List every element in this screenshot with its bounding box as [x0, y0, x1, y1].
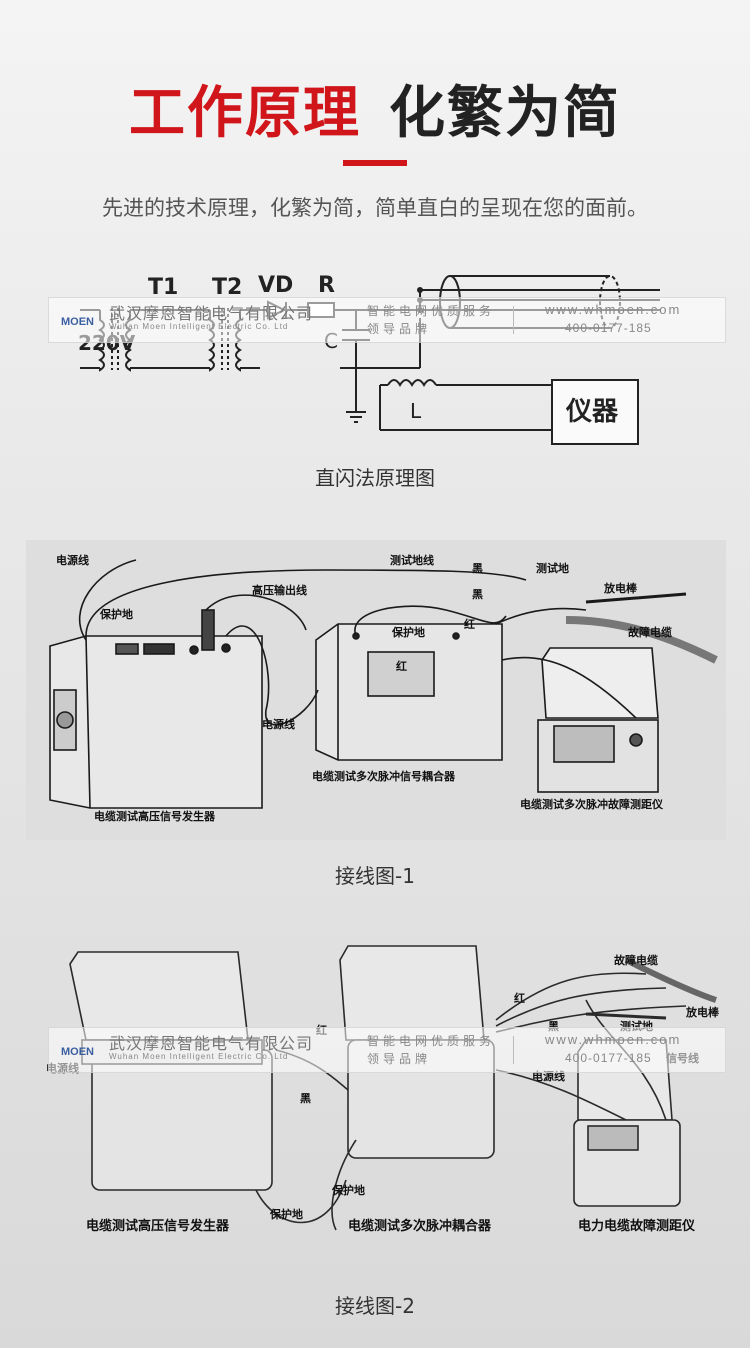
- label-protect-ground-left: 保护地: [99, 607, 133, 621]
- page-title: 工作原理化繁为简: [0, 68, 750, 149]
- locator-lid: [541, 647, 659, 719]
- generator-body: [91, 1049, 273, 1191]
- label-hv-output: 高压输出线: [252, 583, 307, 597]
- label-signal-line: 信号线: [666, 1051, 699, 1065]
- t2-secondary-coil: [235, 310, 242, 372]
- label-power-line-left: 电源线: [46, 1061, 79, 1075]
- diagram1-caption: 接线图-1: [335, 864, 415, 888]
- label-red-b: 红: [316, 1023, 327, 1037]
- label-r: R: [318, 273, 335, 298]
- label-coupler: 电缆测试多次脉冲信号耦合器: [312, 769, 456, 783]
- label-black-a: 黑: [548, 1020, 559, 1033]
- generator-lid: [69, 951, 249, 1041]
- circuit-diagram: T1 T2 VD R 220V C L 仪器: [78, 273, 660, 445]
- label-black-b: 黑: [300, 1092, 311, 1105]
- diagram2-caption: 接线图-2: [335, 1294, 415, 1318]
- title-red: 工作原理: [129, 81, 361, 146]
- coupler-lid: [339, 945, 485, 1041]
- label-fault-cable: 故障电缆: [628, 625, 672, 639]
- label-discharge-rod: 放电棒: [603, 581, 638, 595]
- label-instrument: 仪器: [565, 397, 619, 427]
- label-discharge-rod-2: 放电棒: [685, 1005, 720, 1019]
- label-c: C: [324, 329, 338, 353]
- wiring-diagram-2: 故障电缆 红 红 黑 黑 放电棒 测试地 信号线 电源线 电源线 保护地 保护地…: [46, 945, 720, 1234]
- label-fault-cable-2: 故障电缆: [614, 953, 658, 967]
- coupler-body: [347, 1039, 495, 1159]
- label-red-a: 红: [514, 991, 525, 1005]
- label-l: L: [410, 399, 422, 423]
- label-coupler-2: 电缆测试多次脉冲耦合器: [348, 1218, 492, 1234]
- label-vd: VD: [258, 273, 293, 298]
- inductor-l: [387, 379, 437, 387]
- label-protect-ground-a: 保护地: [331, 1183, 365, 1197]
- label-t1: T1: [148, 275, 178, 300]
- label-locator: 电缆测试多次脉冲故障测距仪: [520, 797, 664, 811]
- label-protect-ground-b: 保护地: [269, 1207, 303, 1221]
- label-220v: 220V: [78, 331, 136, 355]
- circuit-caption: 直闪法原理图: [315, 466, 435, 490]
- label-generator: 电缆测试高压信号发生器: [94, 809, 216, 823]
- label-power-line-top: 电源线: [56, 553, 89, 567]
- label-locator-2: 电力电缆故障测距仪: [578, 1218, 696, 1234]
- generator-box: [49, 635, 263, 809]
- title-underline: [343, 160, 407, 166]
- label-power-line-mid: 电源线: [262, 717, 295, 731]
- diode-vd: [267, 300, 287, 320]
- wiring-diagram-1: 电源线 测试地线 黑 测试地 高压输出线 黑 放电棒 保护地 保护地 红 故障电…: [26, 540, 726, 840]
- label-protect-ground-mid: 保护地: [391, 625, 425, 639]
- label-t2: T2: [212, 275, 242, 300]
- label-test-ground: 测试地: [536, 561, 569, 575]
- label-black-1: 黑: [472, 562, 483, 575]
- resistor-r: [307, 302, 335, 318]
- label-red-2: 红: [396, 659, 407, 673]
- t2-primary-coil: [208, 310, 215, 372]
- label-power-line-right: 电源线: [532, 1069, 565, 1083]
- instrument-box: [551, 379, 639, 445]
- label-test-ground-2: 测试地: [620, 1019, 653, 1033]
- title-dark: 化繁为简: [389, 81, 621, 146]
- label-generator-2: 电缆测试高压信号发生器: [86, 1218, 230, 1234]
- subtitle: 先进的技术原理，化繁为简，简单直白的呈现在您的面前。: [102, 196, 648, 220]
- label-black-2: 黑: [472, 588, 483, 601]
- label-red-1: 红: [464, 617, 475, 631]
- cable-end: [439, 275, 461, 329]
- label-test-ground-line: 测试地线: [390, 553, 434, 567]
